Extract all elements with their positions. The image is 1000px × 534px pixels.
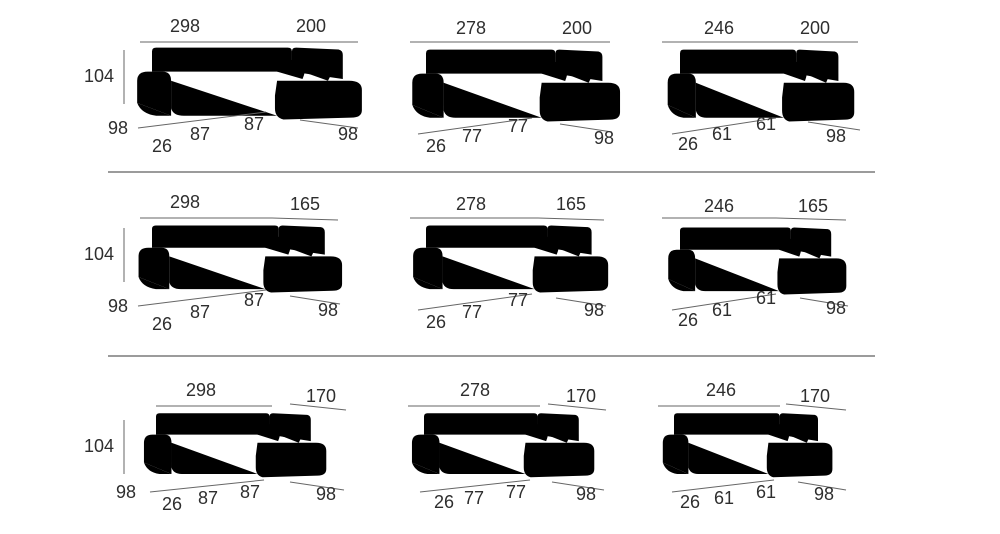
- seat-width-label: 61: [756, 114, 776, 134]
- sofa-variant: 298 200 26 87 87 98: [137, 16, 362, 156]
- height-label: 104: [84, 244, 114, 264]
- chaise-length-label: 165: [798, 196, 828, 216]
- sofa-variant: 246 200 26 61 61 98: [662, 18, 861, 154]
- sofa-variant: 278 165 26 77 77 98: [410, 194, 609, 332]
- seat-width-label: 87: [244, 114, 264, 134]
- seat-width-label: 61: [714, 488, 734, 508]
- chaise-depth-label: 98: [584, 300, 604, 320]
- chaise-depth-label: 98: [318, 300, 338, 320]
- seat-width-label: 87: [198, 488, 218, 508]
- width-label: 298: [170, 16, 200, 36]
- arm-width-label: 26: [678, 134, 698, 154]
- seat-width-label: 77: [506, 482, 526, 502]
- sofa-variant: 246 165 26 61 61 98: [662, 196, 849, 330]
- depth-label: 98: [108, 296, 128, 316]
- seat-width-label: 87: [240, 482, 260, 502]
- seat-width-label: 77: [462, 126, 482, 146]
- arm-width-label: 26: [678, 310, 698, 330]
- seat-width-label: 77: [462, 302, 482, 322]
- depth-label: 98: [108, 118, 128, 138]
- seat-width-label: 87: [190, 124, 210, 144]
- chaise-length-label: 200: [800, 18, 830, 38]
- width-label: 298: [186, 380, 216, 400]
- chaise-length-label: 200: [296, 16, 326, 36]
- chaise-length-label: 170: [566, 386, 596, 406]
- seat-width-label: 87: [244, 290, 264, 310]
- seat-width-label: 77: [464, 488, 484, 508]
- sofa-drawing: [411, 413, 595, 492]
- chaise-length-label: 165: [556, 194, 586, 214]
- sofa-variant: 246 170 26 61 61 98: [658, 380, 847, 512]
- arm-width-label: 26: [162, 494, 182, 514]
- width-label: 246: [704, 196, 734, 216]
- chaise-depth-label: 98: [594, 128, 614, 148]
- chaise-depth-label: 98: [814, 484, 834, 504]
- seat-width-label: 77: [508, 116, 528, 136]
- seat-width-label: 61: [712, 300, 732, 320]
- arm-width-label: 26: [426, 312, 446, 332]
- seat-width-label: 61: [756, 288, 776, 308]
- width-label: 278: [460, 380, 490, 400]
- arm-width-label: 26: [426, 136, 446, 156]
- sofa-drawing: [662, 413, 833, 492]
- width-label: 298: [170, 192, 200, 212]
- row-3: 104 98 298 170 26 87 87 98 278 170 26 77: [84, 380, 847, 514]
- sofa-variant: 298 170 26 87 87 98: [143, 380, 347, 514]
- chaise-depth-label: 98: [316, 484, 336, 504]
- arm-width-label: 26: [152, 314, 172, 334]
- seat-width-label: 61: [756, 482, 776, 502]
- chaise-depth-label: 98: [576, 484, 596, 504]
- width-label: 246: [704, 18, 734, 38]
- seat-width-label: 87: [190, 302, 210, 322]
- chaise-depth-label: 98: [826, 126, 846, 146]
- depth-label: 98: [116, 482, 136, 502]
- chaise-length-label: 170: [800, 386, 830, 406]
- width-label: 278: [456, 18, 486, 38]
- arm-width-label: 26: [152, 136, 172, 156]
- row-2: 104 98 298 165 26 87 87 98 278 165 26 77: [84, 192, 849, 334]
- sofa-drawing: [143, 413, 327, 492]
- sofa-variant: 278 200 26 77 77 98: [410, 18, 621, 156]
- chaise-depth-label: 98: [338, 124, 358, 144]
- chaise-length-label: 170: [306, 386, 336, 406]
- height-label: 104: [84, 66, 114, 86]
- width-label: 246: [706, 380, 736, 400]
- sofa-variant: 298 165 26 87 87 98: [137, 192, 343, 334]
- seat-width-label: 61: [712, 124, 732, 144]
- width-label: 278: [456, 194, 486, 214]
- arm-width-label: 26: [434, 492, 454, 512]
- sofa-drawing: [138, 225, 343, 308]
- arm-width-label: 26: [680, 492, 700, 512]
- seat-width-label: 77: [508, 290, 528, 310]
- height-label: 104: [84, 436, 114, 456]
- sofa-variant: 278 170 26 77 77 98: [408, 380, 607, 512]
- chaise-length-label: 165: [290, 194, 320, 214]
- row-1: 104 98 298 200 26 87 87 98 278 200 26: [84, 16, 861, 156]
- chaise-length-label: 200: [562, 18, 592, 38]
- chaise-depth-label: 98: [826, 298, 846, 318]
